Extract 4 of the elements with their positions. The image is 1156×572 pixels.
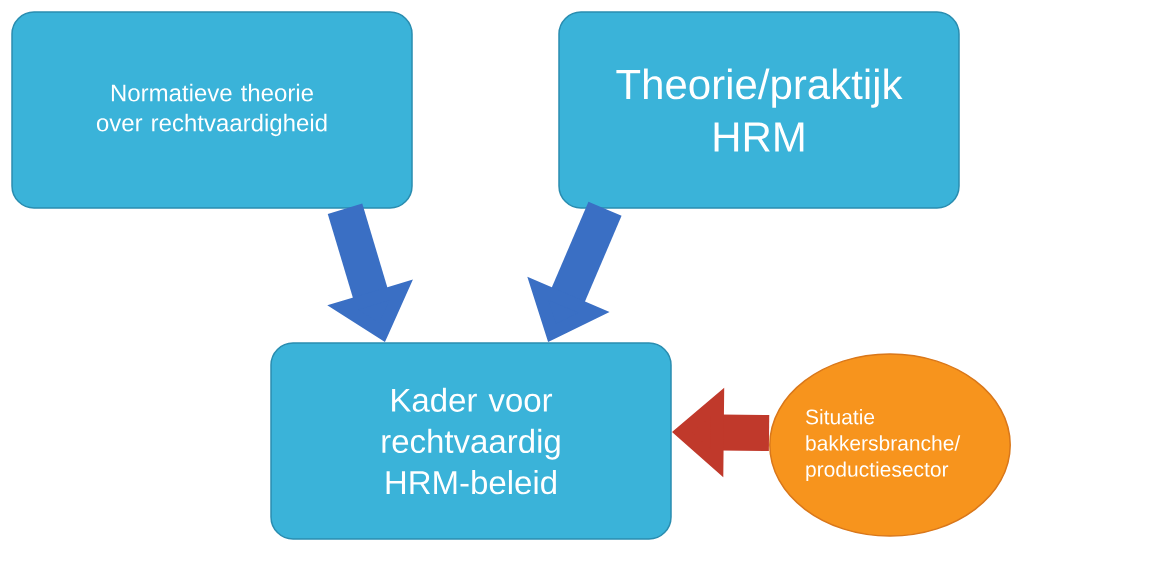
- process-box: Kader voor rechtvaardig HRM-beleid: [270, 342, 672, 540]
- process-box: Normatieve theorie over rechtvaardigheid: [11, 11, 413, 209]
- oval-node: Situatie bakkersbranche/ productiesector: [769, 353, 1011, 537]
- process-box: Theorie/praktijk HRM: [558, 11, 960, 209]
